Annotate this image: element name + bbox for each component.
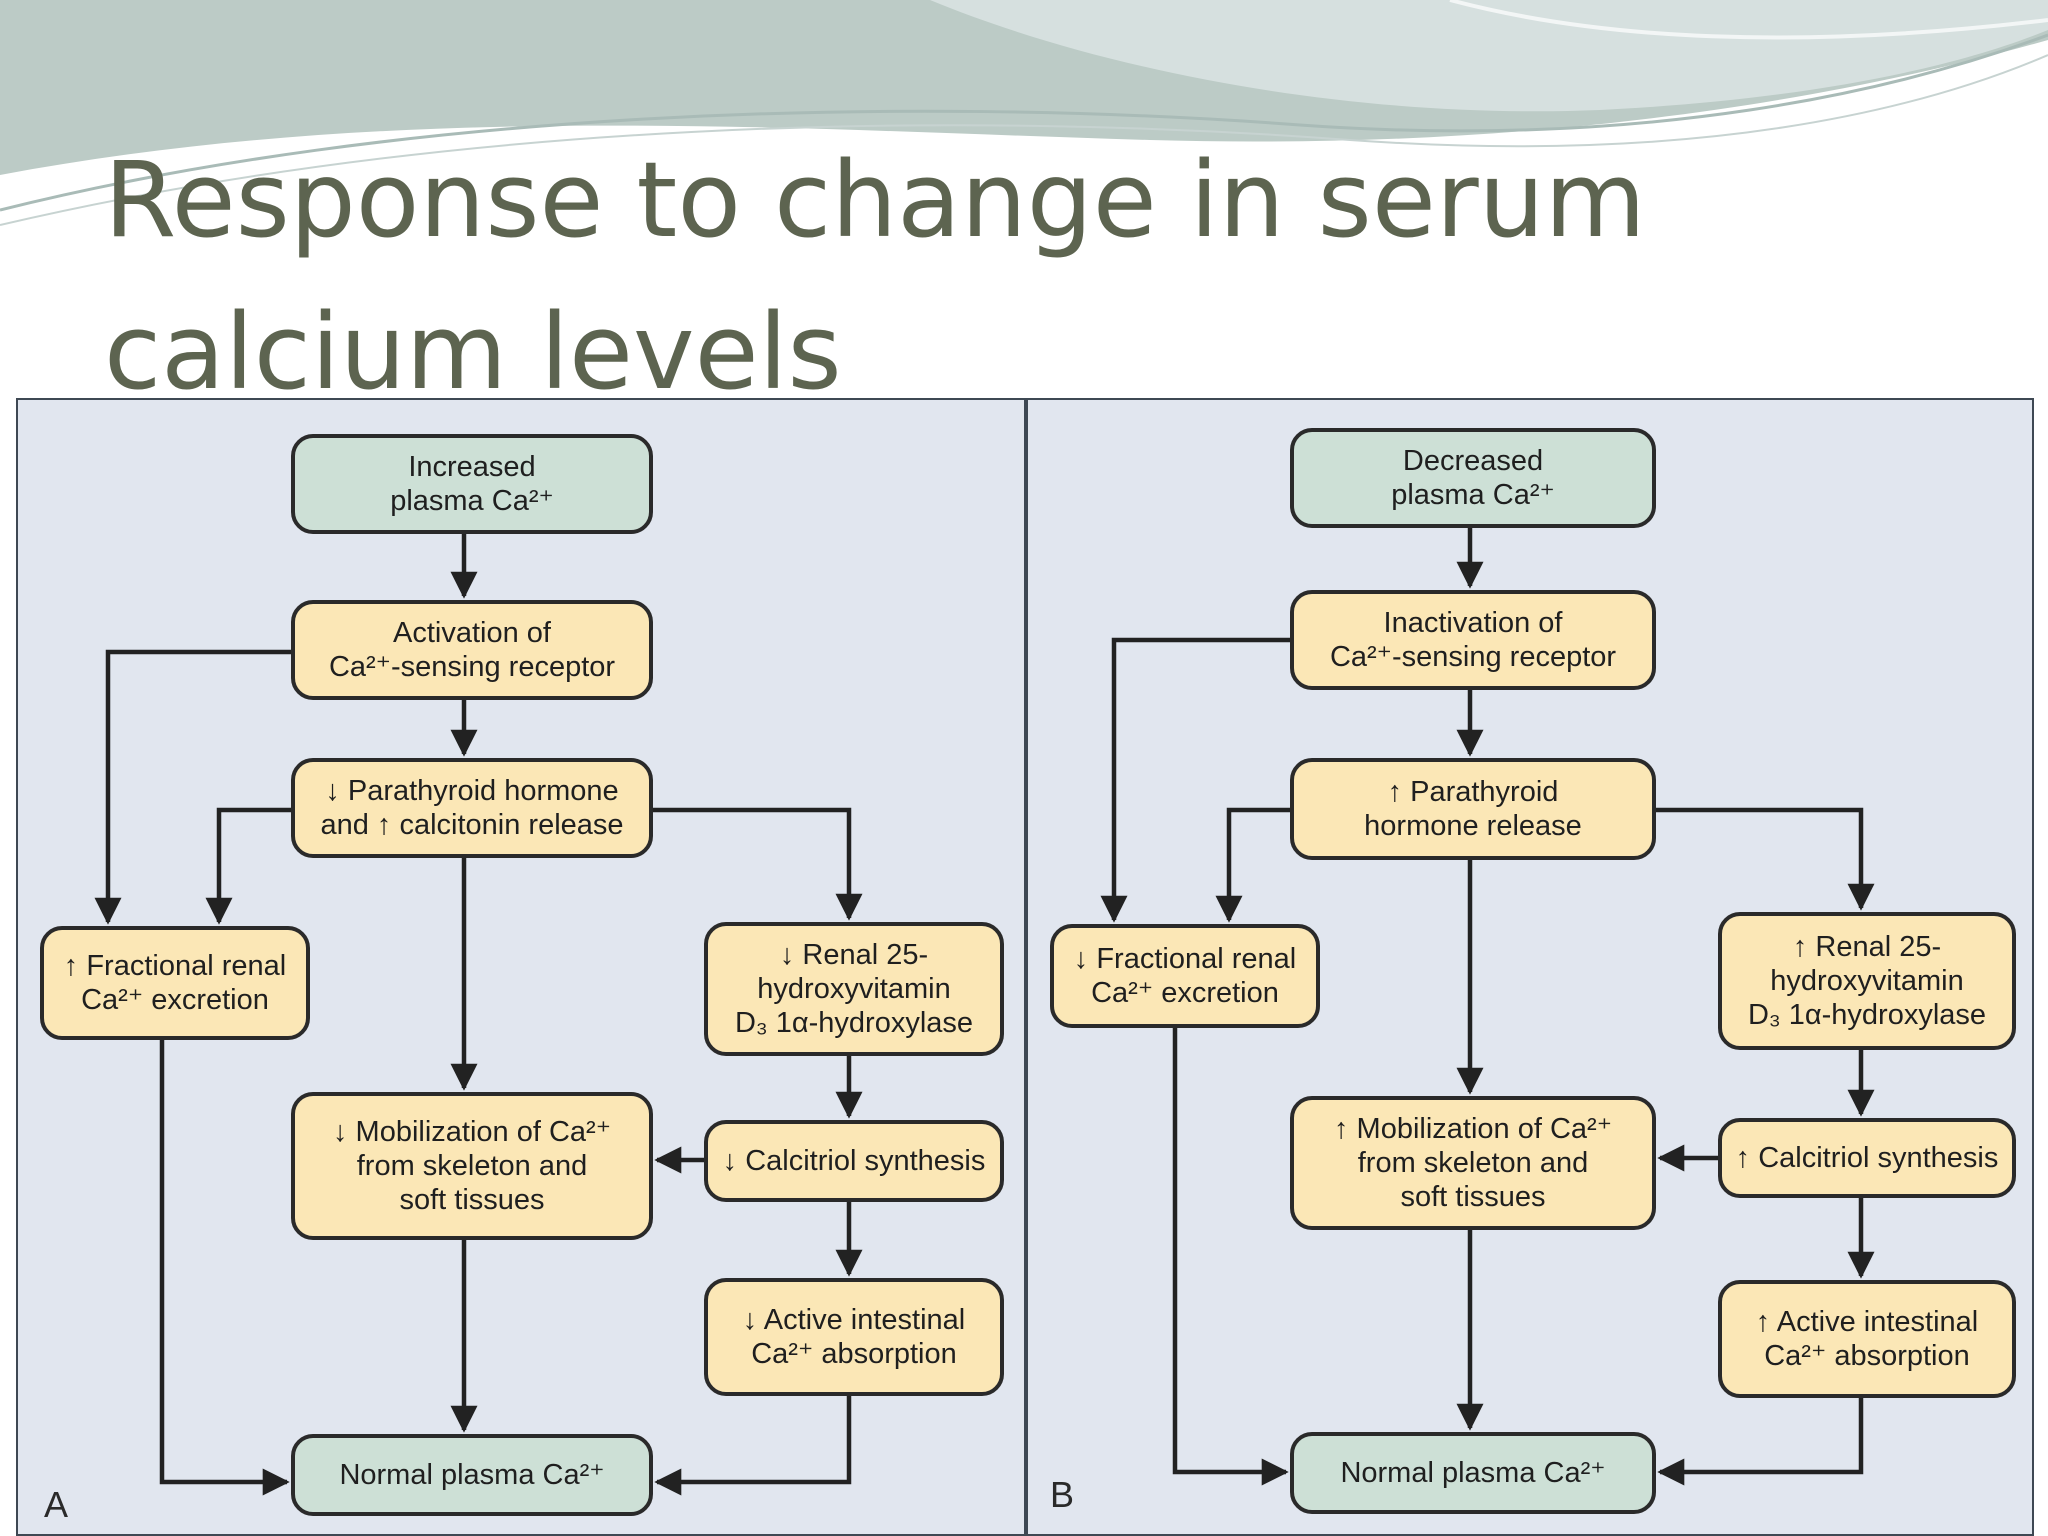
node-text-line: Normal plasma Ca²⁺ xyxy=(339,1459,605,1491)
panel-b-arrow-hormone-to-hydroxylase xyxy=(1656,807,1875,911)
node-text-line: ↓ Calcitriol synthesis xyxy=(722,1145,986,1177)
node-text-line: Normal plasma Ca²⁺ xyxy=(1340,1457,1606,1489)
panel-a-arrow-renal-to-normal xyxy=(159,1040,290,1496)
node-text-line: ↓ Active intestinal xyxy=(742,1304,966,1336)
panel-a-arrow-hormone-to-renal xyxy=(205,807,291,925)
panel-b-arrow-renal-to-normal xyxy=(1172,1028,1289,1486)
panel-a-arrow-absorption-to-normal xyxy=(654,1396,852,1496)
node-text-line: plasma Ca²⁺ xyxy=(1391,479,1555,511)
node-text-line: D₃ 1α-hydroxylase xyxy=(1747,999,1987,1031)
node-text-line: ↑ Renal 25- xyxy=(1792,931,1942,963)
node-text-line: Ca²⁺ excretion xyxy=(1091,977,1279,1009)
panel-b-node-normal: Normal plasma Ca²⁺ xyxy=(1290,1432,1656,1514)
decorative-wave-header xyxy=(0,0,2048,226)
node-text-line: from skeleton and xyxy=(356,1150,588,1182)
node-text-line: Ca²⁺ absorption xyxy=(1764,1340,1970,1372)
node-text-line: ↓ Fractional renal xyxy=(1073,943,1297,975)
panel-b-node-calcitriol: ↑ Calcitriol synthesis xyxy=(1718,1118,2016,1198)
node-text-line: ↑ Mobilization of Ca²⁺ xyxy=(1333,1113,1613,1145)
node-text-line: ↓ Parathyroid hormone xyxy=(325,775,619,807)
panel-a-letter: A xyxy=(44,1484,69,1525)
node-text-line: hormone release xyxy=(1364,810,1582,842)
panel-a-arrow-receptor-to-renal xyxy=(94,649,291,925)
node-text-line: D₃ 1α-hydroxylase xyxy=(734,1007,974,1039)
node-text-line: ↓ Mobilization of Ca²⁺ xyxy=(332,1116,612,1148)
node-text-line: Ca²⁺-sensing receptor xyxy=(1329,641,1617,673)
panel-b-letter: B xyxy=(1050,1474,1075,1515)
node-text-line: soft tissues xyxy=(1400,1181,1546,1213)
node-text-line: hydroxyvitamin xyxy=(1770,965,1964,997)
node-text-line: Activation of xyxy=(393,617,551,649)
node-text-line: ↓ Renal 25- xyxy=(779,939,929,971)
node-text-line: plasma Ca²⁺ xyxy=(390,485,554,517)
node-text-line: and ↑ calcitonin release xyxy=(320,809,624,841)
panel-b-connectors xyxy=(1100,528,1875,1486)
node-text-line: ↑ Calcitriol synthesis xyxy=(1735,1142,1999,1174)
node-text-line: Ca²⁺ excretion xyxy=(81,984,269,1016)
title-line-2: calcium levels xyxy=(104,291,842,413)
node-text-line: ↑ Fractional renal xyxy=(63,950,287,982)
panel-a-node-calcitriol: ↓ Calcitriol synthesis xyxy=(704,1120,1004,1202)
node-text-line: from skeleton and xyxy=(1357,1147,1589,1179)
panel-a-connectors xyxy=(94,534,863,1496)
node-text-line: Inactivation of xyxy=(1383,607,1563,639)
slide-title: Response to change in serum calcium leve… xyxy=(104,124,1854,428)
node-text-line: ↑ Parathyroid xyxy=(1387,776,1559,808)
panel-b-arrow-absorption-to-normal xyxy=(1657,1398,1864,1486)
title-line-1: Response to change in serum xyxy=(104,139,1646,261)
node-text-line: ↑ Active intestinal xyxy=(1755,1306,1979,1338)
node-text-line: Increased xyxy=(408,451,536,483)
node-text-line: hydroxyvitamin xyxy=(757,973,951,1005)
node-text-line: Ca²⁺ absorption xyxy=(751,1338,957,1370)
node-text-line: soft tissues xyxy=(399,1184,545,1216)
node-text-line: Ca²⁺-sensing receptor xyxy=(328,651,616,683)
node-text-line: Decreased xyxy=(1402,445,1544,477)
panel-b-arrow-hormone-to-renal xyxy=(1215,807,1290,923)
panel-b-arrow-receptor-to-renal xyxy=(1100,637,1290,923)
panel-a-node-normal: Normal plasma Ca²⁺ xyxy=(291,1434,653,1516)
panel-a-arrow-hormone-to-hydroxylase xyxy=(653,807,863,921)
